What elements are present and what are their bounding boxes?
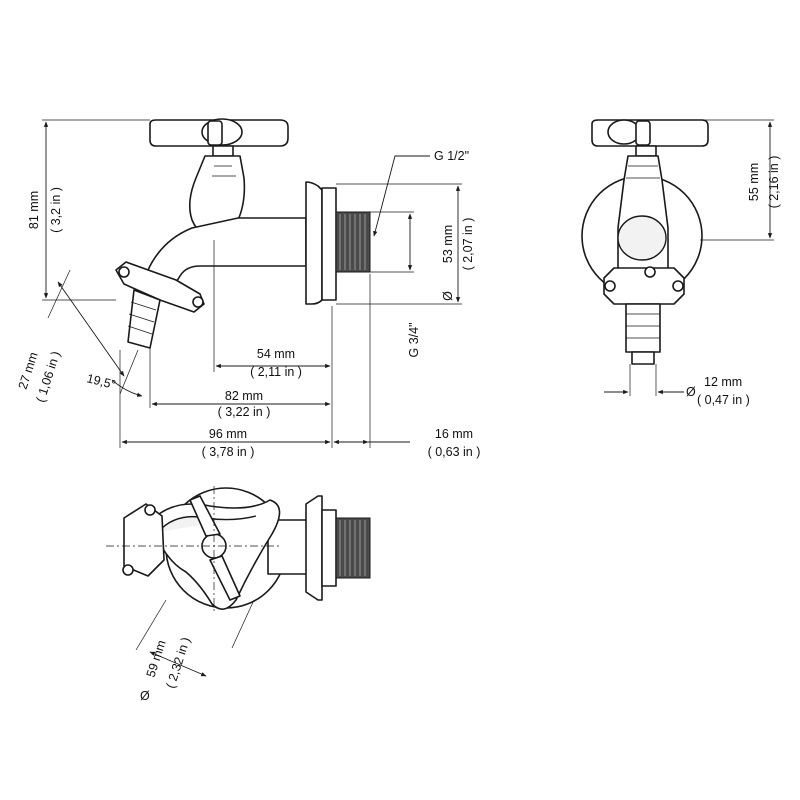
dim-12-in: ( 0,47 in ) [697,393,750,407]
label-g-three-quarter: G 3/4" [407,322,421,357]
dim-53-diameter-symbol: Ø [441,291,455,301]
side-hose-nozzle [625,303,661,353]
dim-54-in: ( 2,11 in ) [250,365,302,379]
top-wall-flange [305,495,323,601]
dim-55-mm: 55 mm [747,163,761,201]
wall-flange [305,181,323,305]
dim-59-diameter-symbol: Ø [140,689,150,703]
dim-82-mm: 82 mm [225,389,263,403]
coupling-nut [115,261,205,313]
front-view: 81 mm ( 3,2 in ) G 1/2" 53 mm ( 2,07 in … [16,118,481,459]
top-wall-thread [335,517,371,579]
label-g-half: G 1/2" [434,149,469,163]
wall-thread [335,211,371,273]
dim-55-in: ( 2,16 in ) [767,156,781,209]
side-coupling-nut [603,267,685,305]
dim-16-in: ( 0,63 in ) [428,445,481,459]
dim-82-in: ( 3,22 in ) [218,405,271,419]
top-view: 59 mm ( 2,32 in ) Ø [106,486,371,703]
dim-53-mm: 53 mm [441,225,455,263]
side-view: 55 mm ( 2,16 in ) Ø 12 mm ( 0,47 in ) [581,119,781,407]
cross-handle [149,118,289,157]
side-cross-handle [591,119,709,157]
dim-12-mm: 12 mm [704,375,742,389]
flange-body [321,187,337,301]
dim-angle: 19,5° [85,371,117,392]
dim-16-mm: 16 mm [435,427,473,441]
dim-12-diameter-symbol: Ø [686,385,696,399]
spout-pipe [147,217,307,293]
dim-54-mm: 54 mm [257,347,295,361]
dim-96-in: ( 3,78 in ) [202,445,255,459]
dim-81-mm: 81 mm [27,191,41,229]
dim-27-mm: 27 mm [16,350,41,391]
dim-53-in: ( 2,07 in ) [461,218,475,271]
dim-96-mm: 96 mm [209,427,247,441]
dim-81-in: ( 3,2 in ) [49,187,63,233]
